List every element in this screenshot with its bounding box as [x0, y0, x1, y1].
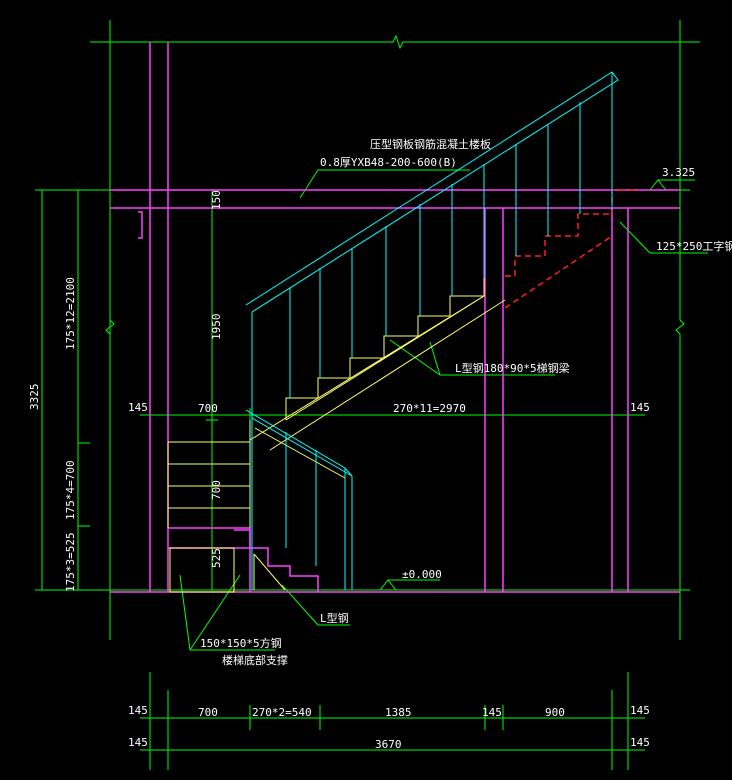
deck-title-text: 压型钢板钢筋混凝土楼板: [370, 137, 491, 151]
dim-b1-700: 700: [198, 706, 218, 719]
ibeam-text: 125*250工字钢: [656, 239, 732, 253]
elevation-zero-text: ±0.000: [402, 568, 442, 581]
deck-spec-text: 0.8厚YXB48-200-600(B): [320, 156, 457, 169]
dim-b1-900: 900: [545, 706, 565, 719]
dim-left-upper: 175*12=2100: [64, 277, 77, 350]
dim-row-mid-700: 700: [198, 402, 218, 415]
dim-b1-145a: 145: [128, 704, 148, 717]
dim-inner-150: 150: [210, 190, 223, 210]
dim-inner-700: 700: [210, 480, 223, 500]
dim-b2-145b: 145: [630, 736, 650, 749]
dim-left-total: 3325: [28, 384, 41, 411]
dim-b1-145b: 145: [482, 706, 502, 719]
stair-steps: [167, 278, 506, 593]
dim-b1-540: 270*2=540: [252, 706, 312, 719]
structural-steel: [110, 42, 680, 593]
square-tube-text: 150*150*5方钢: [200, 636, 282, 650]
support-text: 楼梯底部支撑: [222, 653, 288, 667]
dim-inner-1950: 1950: [210, 314, 223, 341]
dim-row-mid-145-right: 145: [630, 401, 650, 414]
dim-b1-1385: 1385: [385, 706, 412, 719]
dim-b2-3670: 3670: [375, 738, 402, 751]
angle-text: L型钢: [320, 611, 349, 625]
dim-left-low: 175*3=525: [64, 532, 77, 592]
dim-b1-145c: 145: [630, 704, 650, 717]
dim-b2-145a: 145: [128, 736, 148, 749]
handrails: [245, 71, 619, 590]
dim-inner-525: 525: [210, 548, 223, 568]
dim-row-mid-2970: 270*11=2970: [393, 402, 466, 415]
stringer-text: L型钢180*90*5梯钢梁: [455, 361, 570, 375]
annotations: 压型钢板钢筋混凝土楼板 0.8厚YXB48-200-600(B) 3.325 ±…: [28, 137, 732, 751]
dim-row-mid-145-left: 145: [128, 401, 148, 414]
dim-left-mid: 175*4=700: [64, 460, 77, 520]
elevation-top-text: 3.325: [662, 166, 695, 179]
